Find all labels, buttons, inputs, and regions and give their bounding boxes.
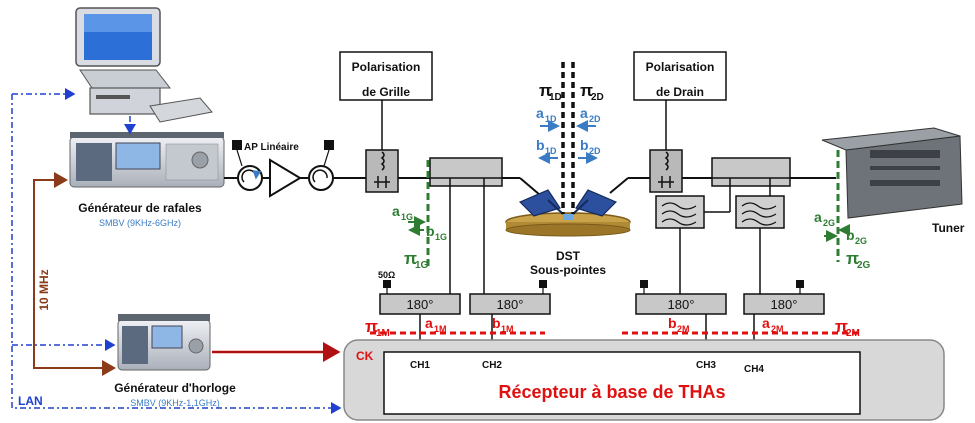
coupler-output bbox=[712, 158, 790, 186]
hybrid-3-label: 180° bbox=[668, 297, 695, 312]
ch3-label: CH3 bbox=[696, 360, 716, 371]
b1d-symbol: b bbox=[536, 137, 545, 153]
wafer-chuck bbox=[506, 213, 630, 236]
b1m-symbol: b bbox=[492, 315, 501, 331]
amplifier-icon bbox=[270, 160, 300, 196]
dst-label: DST bbox=[556, 249, 581, 263]
a1g-sub: 1G bbox=[401, 212, 413, 222]
filter-2-icon bbox=[736, 196, 784, 228]
ck-label: CK bbox=[356, 349, 374, 363]
a2g-symbol: a bbox=[814, 209, 822, 225]
b2d-symbol: b bbox=[580, 137, 589, 153]
burst-generator-instrument bbox=[70, 132, 224, 187]
a2m-sub: 2M bbox=[771, 324, 784, 334]
hybrid-180-4: 180° bbox=[744, 294, 824, 314]
hybrid-2-label: 180° bbox=[497, 297, 524, 312]
pi2g-sub: 2G bbox=[857, 260, 871, 271]
terminations bbox=[383, 280, 804, 288]
tuner-label: Tuner bbox=[932, 221, 965, 235]
a2d-symbol: a bbox=[580, 105, 588, 121]
b1d-sub: 1D bbox=[545, 146, 557, 156]
clock-generator-instrument bbox=[118, 314, 210, 370]
a2d-sub: 2D bbox=[589, 114, 601, 124]
a1m-sub: 1M bbox=[434, 324, 447, 334]
hybrid-180-1: 180° bbox=[380, 294, 460, 314]
probe-left-icon bbox=[520, 190, 563, 216]
ch4-label: CH4 bbox=[744, 364, 764, 375]
hybrid-180-2: 180° bbox=[470, 294, 550, 314]
ch2-label: CH2 bbox=[482, 360, 502, 371]
a1g-symbol: a bbox=[392, 203, 400, 219]
a2m-symbol: a bbox=[762, 315, 770, 331]
bias-tee-gate-icon bbox=[366, 150, 398, 192]
b2g-sub: 2G bbox=[855, 236, 867, 246]
lan-label: LAN bbox=[18, 394, 43, 408]
isolator-2-icon bbox=[309, 140, 334, 190]
b1m-sub: 1M bbox=[501, 324, 514, 334]
pol-drain-line1: Polarisation bbox=[646, 60, 715, 74]
b2d-sub: 2D bbox=[589, 146, 601, 156]
sous-pointes-label: Sous-pointes bbox=[530, 263, 606, 277]
ap-lineaire-label: AP Linéaire bbox=[244, 142, 299, 153]
pi2d-sub: 2D bbox=[591, 92, 604, 103]
burst-generator-model: SMBV (9KHz-6GHz) bbox=[99, 218, 181, 228]
b1g-sub: 1G bbox=[435, 232, 447, 242]
clock-generator-label: Générateur d'horloge bbox=[114, 381, 236, 395]
computer-icon bbox=[76, 8, 212, 122]
ohm-label: 50Ω bbox=[378, 270, 395, 280]
pol-grille-line1: Polarisation bbox=[352, 60, 421, 74]
pi1m-sub: 1M bbox=[376, 328, 390, 339]
ten-mhz-label: 10 MHz bbox=[37, 269, 51, 310]
clock-generator-model: SMBV (9KHz-1,1GHz) bbox=[130, 398, 220, 408]
tuner-instrument bbox=[822, 128, 962, 218]
pol-drain-line2: de Drain bbox=[656, 85, 704, 99]
bias-tee-drain-icon bbox=[650, 150, 682, 192]
pi1g-sub: 1G bbox=[415, 260, 429, 271]
b1g-symbol: b bbox=[426, 223, 435, 239]
hybrid-1-label: 180° bbox=[407, 297, 434, 312]
b2m-symbol: b bbox=[668, 315, 677, 331]
coupler-input bbox=[430, 158, 502, 186]
b2m-sub: 2M bbox=[677, 324, 690, 334]
hybrid-180-3: 180° bbox=[636, 294, 726, 314]
hybrid-4-label: 180° bbox=[771, 297, 798, 312]
a1d-symbol: a bbox=[536, 105, 544, 121]
pol-grille-line2: de Grille bbox=[362, 85, 410, 99]
a1d-sub: 1D bbox=[545, 114, 557, 124]
pi1d-sub: 1D bbox=[549, 92, 562, 103]
receiver-label: Récepteur à base de THAs bbox=[498, 382, 725, 402]
ch1-label: CH1 bbox=[410, 360, 430, 371]
b2g-symbol: b bbox=[846, 227, 855, 243]
filter-1-icon bbox=[656, 196, 704, 228]
probe-right-icon bbox=[573, 190, 616, 216]
burst-generator-label: Générateur de rafales bbox=[78, 201, 202, 215]
a2g-sub: 2G bbox=[823, 218, 835, 228]
a1m-symbol: a bbox=[425, 315, 433, 331]
pi2m-sub: 2M bbox=[846, 328, 860, 339]
